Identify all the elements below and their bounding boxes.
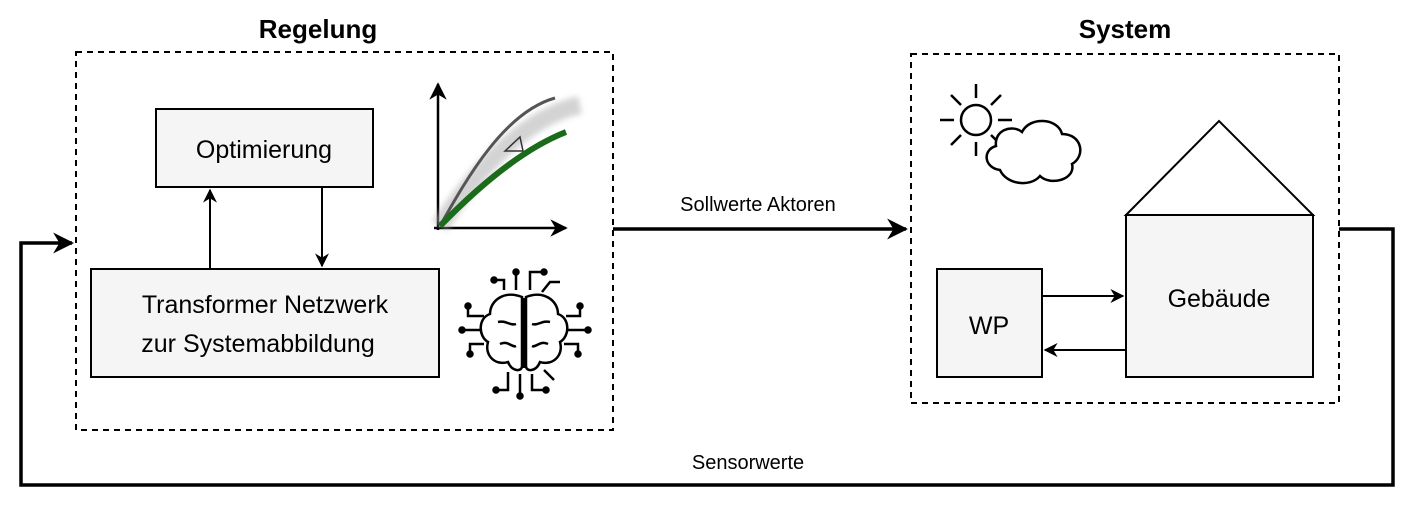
trajectory-chart-icon xyxy=(429,82,583,237)
wp-block[interactable]: WP xyxy=(936,268,1043,378)
ai-brain-circuit-icon xyxy=(458,268,592,400)
sensor-feedback-arrow xyxy=(19,227,1395,487)
system-container xyxy=(910,53,1340,404)
sensor-label: Sensorwerte xyxy=(692,452,804,474)
transformer-label-line2: zur Systemabbildung xyxy=(141,330,374,358)
setpoints-label: Sollwerte Aktoren xyxy=(680,194,836,216)
wp-label: WP xyxy=(969,312,1009,340)
gebaeude-block[interactable]: Gebäude xyxy=(1125,214,1314,378)
regelung-container xyxy=(75,51,614,431)
optimierung-label: Optimierung xyxy=(196,136,332,164)
optimierung-block[interactable]: Optimierung xyxy=(155,108,374,188)
sun-cloud-icon xyxy=(940,84,1082,185)
transformer-label-line1: Transformer Netzwerk xyxy=(142,291,389,319)
system-title: System xyxy=(1079,14,1172,44)
transformer-block[interactable]: Transformer Netzwerk zur Systemabbildung xyxy=(90,268,440,378)
gebaeude-label: Gebäude xyxy=(1168,285,1271,313)
house-roof-icon xyxy=(1123,119,1316,216)
regelung-title: Regelung xyxy=(259,14,377,44)
